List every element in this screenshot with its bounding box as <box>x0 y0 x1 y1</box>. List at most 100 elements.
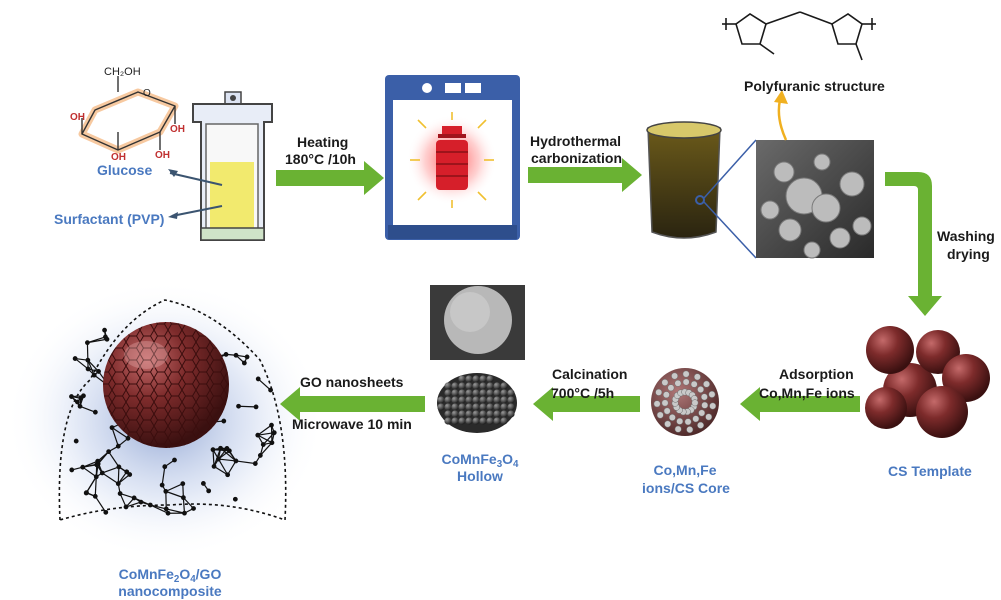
oh-label-2: OH <box>170 124 185 135</box>
ion-particle <box>691 399 699 407</box>
go-atom <box>83 490 89 496</box>
ion-particle <box>708 390 716 398</box>
heating-label: Heating <box>297 134 349 150</box>
hollow-label: Hollow <box>457 468 503 484</box>
beaker-icon <box>646 121 757 259</box>
nanocomposite-label: nanocomposite <box>118 583 222 599</box>
core-label-2: ions/CS Core <box>642 480 730 496</box>
go-bond <box>182 497 194 509</box>
go-atom <box>232 496 238 502</box>
ion-particle <box>664 420 672 428</box>
go-atom <box>103 509 109 515</box>
cs-template-spheres <box>865 326 990 438</box>
go-bond <box>259 442 273 456</box>
go-atom <box>95 458 101 464</box>
go-atom <box>260 442 266 447</box>
go-atom <box>69 467 75 473</box>
go-bond <box>119 492 135 499</box>
go-atom <box>233 352 239 358</box>
go-bond <box>87 359 99 372</box>
go-bond <box>82 460 98 468</box>
oxide-particle <box>444 382 452 390</box>
go-atom <box>115 443 121 449</box>
go-atom <box>77 403 83 409</box>
oxide-particle <box>507 389 515 397</box>
go-bond <box>94 476 97 497</box>
go-atom <box>269 440 275 446</box>
go-atom <box>253 404 259 410</box>
go-bond <box>262 432 275 445</box>
oxide-particle <box>472 389 480 397</box>
oven-icon <box>385 75 520 240</box>
oxide-particle <box>444 410 452 418</box>
go-atom <box>221 418 227 424</box>
go-bond <box>165 483 184 492</box>
oxide-particle <box>479 375 487 383</box>
go-atom <box>117 491 123 496</box>
go-bond <box>111 427 119 447</box>
go-atom <box>69 394 74 399</box>
oxide-particle <box>479 417 487 425</box>
oxide-particle <box>479 389 487 397</box>
go-atom <box>78 395 84 401</box>
arrow-washing <box>885 172 942 316</box>
arrow-calcination <box>533 387 640 421</box>
go-atom <box>116 464 122 470</box>
oxide-particle <box>451 417 459 425</box>
go-atom <box>180 495 186 501</box>
ion-particle <box>690 380 698 388</box>
oxide-particle <box>465 410 473 418</box>
ion-particle <box>674 379 682 387</box>
go-atom <box>223 351 229 357</box>
go-atom <box>159 482 165 488</box>
ion-particle <box>667 384 675 392</box>
go-atom <box>93 474 99 480</box>
go-atom <box>211 463 217 469</box>
oxide-particle <box>451 403 459 411</box>
oxide-particle <box>472 382 480 390</box>
go-atom <box>224 446 230 451</box>
go-atom <box>268 387 273 393</box>
oxide-particle <box>479 403 487 411</box>
go-bond <box>85 476 97 494</box>
ion-particle <box>709 402 717 410</box>
ion-particle <box>676 417 684 425</box>
go-atom <box>124 469 130 475</box>
oxide-particle <box>493 389 501 397</box>
go-atom <box>210 447 216 453</box>
ion-particle <box>656 411 664 419</box>
core-label-1: Co,Mn,Fe <box>653 462 717 478</box>
oxide-particle <box>507 403 515 411</box>
go-atom <box>162 464 168 470</box>
ion-particle <box>661 379 669 386</box>
go-bond <box>220 447 237 462</box>
oxide-particle <box>486 375 494 383</box>
go-atom <box>85 366 91 372</box>
ion-particle <box>692 415 700 423</box>
go-atom <box>172 457 177 463</box>
polyfuranic-label: Polyfuranic structure <box>744 78 885 94</box>
oxide-particle <box>479 410 487 418</box>
oh-label-4: OH <box>155 150 170 161</box>
oxide-particle <box>458 389 466 397</box>
go-atom <box>255 432 261 438</box>
oxide-particle <box>486 417 494 425</box>
oxide-particle <box>444 396 452 404</box>
oxide-particle <box>493 410 501 418</box>
go-atom <box>233 458 239 464</box>
ring-oxygen-label: O <box>143 88 151 99</box>
oxide-particle <box>500 417 508 425</box>
go-bond <box>82 466 97 478</box>
go-nanosheets-label: GO nanosheets <box>300 374 404 390</box>
arrow-adsorption <box>740 387 860 421</box>
glucose-label: Glucose <box>97 162 153 178</box>
oxide-particle <box>472 396 480 404</box>
oxide-particle <box>472 417 480 425</box>
oxide-particle <box>444 403 452 411</box>
go-atom <box>96 369 101 374</box>
go-bond <box>212 449 215 467</box>
hollow-formula-label: CoMnFe3O4 <box>441 451 519 470</box>
go-atom <box>92 409 98 415</box>
go-bond <box>133 497 151 506</box>
go-atom <box>102 327 107 333</box>
